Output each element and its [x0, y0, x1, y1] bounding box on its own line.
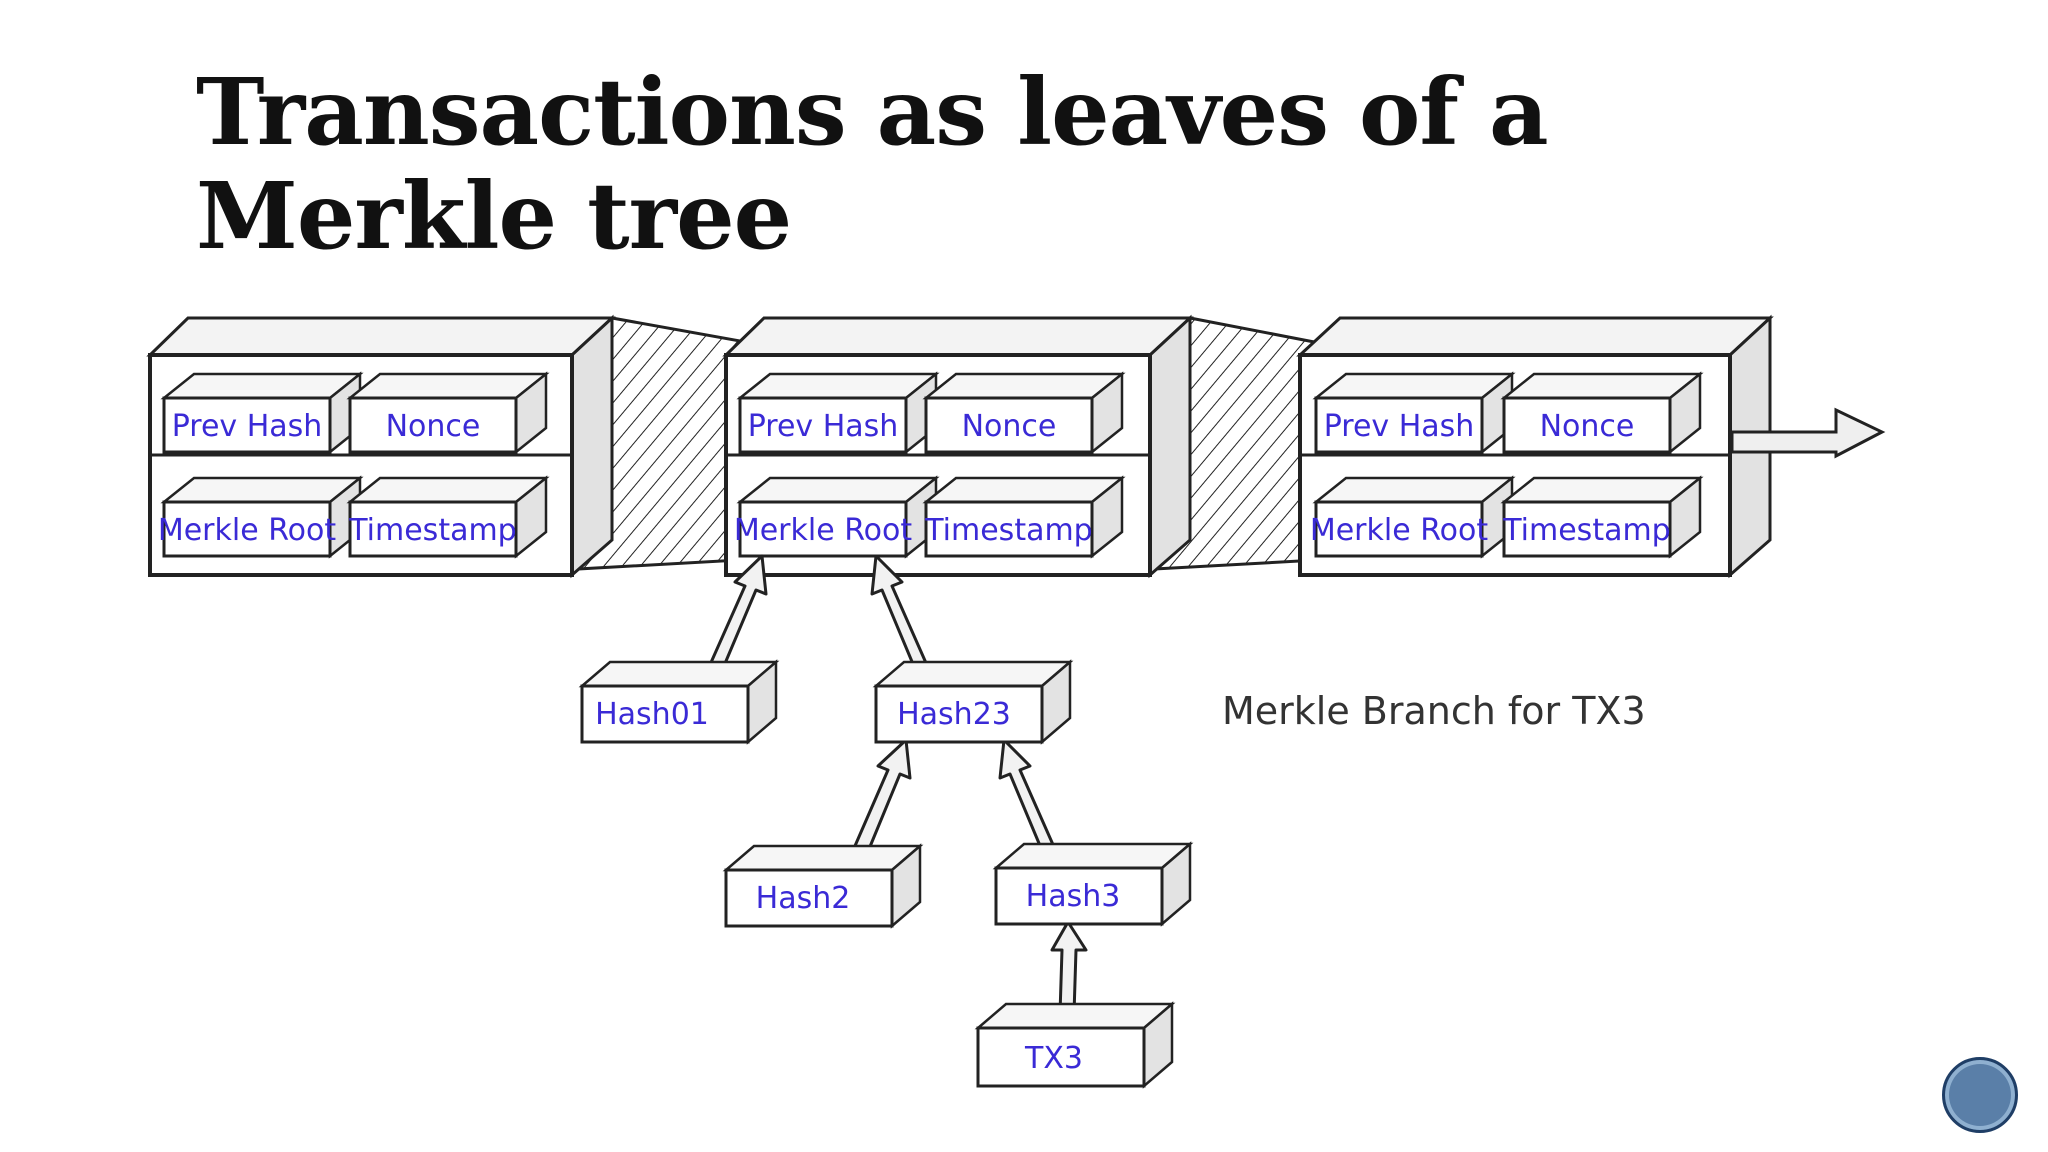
- timestamp-label: Timestamp: [348, 513, 516, 548]
- merkle-root-label: Merkle Root: [734, 513, 913, 548]
- block-1-merkle-root: Merkle Root: [158, 475, 364, 559]
- chain-continue-arrow: [1730, 407, 1886, 459]
- branch-arrows: [703, 554, 1088, 1016]
- arrow-tx3-to-hash3: [1050, 920, 1088, 1016]
- block-2-merkle-root: Merkle Root: [734, 475, 940, 559]
- slide-title: Transactions as leaves of a Merkle tree: [196, 58, 1549, 270]
- hash2-label: Hash2: [756, 881, 851, 916]
- timestamp-label: Timestamp: [1502, 513, 1670, 548]
- hash3-label: Hash3: [1026, 879, 1121, 914]
- hash01-label: Hash01: [595, 697, 709, 732]
- block-2: Prev Hash Nonce Merkle Root Timestamp: [722, 314, 1194, 579]
- nonce-label: Nonce: [386, 409, 481, 444]
- slide-logo-icon: [1942, 1057, 2018, 1133]
- node-tx3: TX3: [974, 1001, 1176, 1089]
- tx3-label: TX3: [1024, 1041, 1083, 1076]
- block-1-prev-hash: Prev Hash: [160, 371, 364, 455]
- block-3-prev-hash: Prev Hash: [1312, 371, 1516, 455]
- block-3: Prev Hash Nonce Merkle Root Timestamp: [1296, 314, 1774, 579]
- block-2-timestamp: Timestamp: [922, 475, 1126, 559]
- block-1-nonce: Nonce: [346, 371, 550, 455]
- block-1: Prev Hash Nonce Merkle Root Timestamp: [146, 314, 616, 579]
- merkle-root-label: Merkle Root: [1310, 513, 1489, 548]
- node-hash2: Hash2: [722, 843, 924, 929]
- merkle-root-label: Merkle Root: [158, 513, 337, 548]
- block-1-timestamp: Timestamp: [346, 475, 550, 559]
- arrow-hash23-to-root: [870, 554, 932, 678]
- prev-hash-label: Prev Hash: [748, 409, 899, 444]
- timestamp-label: Timestamp: [924, 513, 1092, 548]
- block-3-merkle-root: Merkle Root: [1310, 475, 1516, 559]
- block-2-nonce: Nonce: [922, 371, 1126, 455]
- block-3-nonce: Nonce: [1500, 371, 1704, 455]
- block-3-timestamp: Timestamp: [1500, 475, 1704, 559]
- arrow-hash3-to-hash23: [998, 738, 1060, 862]
- block-2-prev-hash: Prev Hash: [736, 371, 940, 455]
- nonce-label: Nonce: [962, 409, 1057, 444]
- node-hash01: Hash01: [578, 659, 780, 745]
- node-hash23: Hash23: [872, 659, 1074, 745]
- prev-hash-label: Prev Hash: [1324, 409, 1475, 444]
- merkle-branch-note: Merkle Branch for TX3: [1222, 689, 1646, 733]
- prev-hash-label: Prev Hash: [172, 409, 323, 444]
- hash23-label: Hash23: [897, 697, 1011, 732]
- node-hash3: Hash3: [992, 841, 1194, 927]
- nonce-label: Nonce: [1540, 409, 1635, 444]
